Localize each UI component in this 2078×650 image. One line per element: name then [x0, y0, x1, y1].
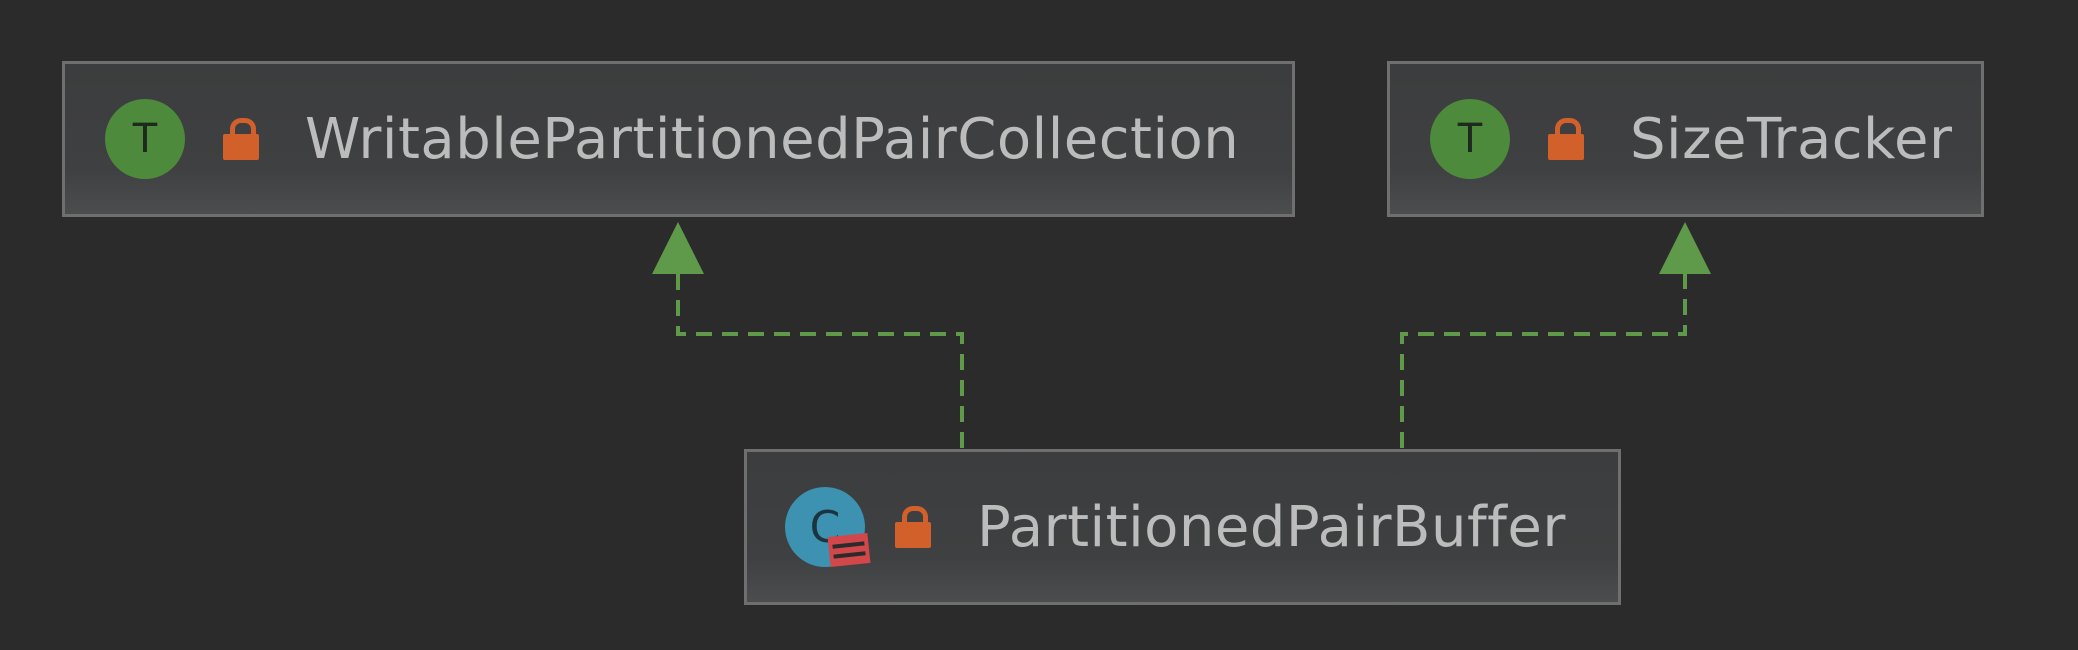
abstract-marker-icon [827, 532, 871, 568]
edge-buffer-to-sizetracker [1400, 274, 1687, 448]
trait-icon: T [1430, 99, 1510, 179]
node-writable-partitioned-pair-collection[interactable]: T WritablePartitionedPairCollection [62, 61, 1295, 217]
edge-buffer-to-writable [676, 274, 964, 448]
lock-icon [1548, 118, 1584, 160]
lock-icon [223, 118, 259, 160]
node-name: SizeTracker [1630, 106, 1953, 172]
abstract-class-icon: C [785, 487, 871, 568]
node-name: PartitionedPairBuffer [977, 494, 1566, 560]
trait-badge-letter: T [132, 116, 158, 162]
lock-icon [895, 506, 931, 548]
node-partitioned-pair-buffer[interactable]: C PartitionedPairBuffer [744, 449, 1621, 605]
arrowhead-writable [652, 222, 704, 274]
trait-badge-letter: T [1457, 116, 1483, 162]
arrowhead-sizetracker [1659, 222, 1711, 274]
trait-icon: T [105, 99, 185, 179]
node-size-tracker[interactable]: T SizeTracker [1387, 61, 1984, 217]
node-name: WritablePartitionedPairCollection [305, 106, 1240, 172]
